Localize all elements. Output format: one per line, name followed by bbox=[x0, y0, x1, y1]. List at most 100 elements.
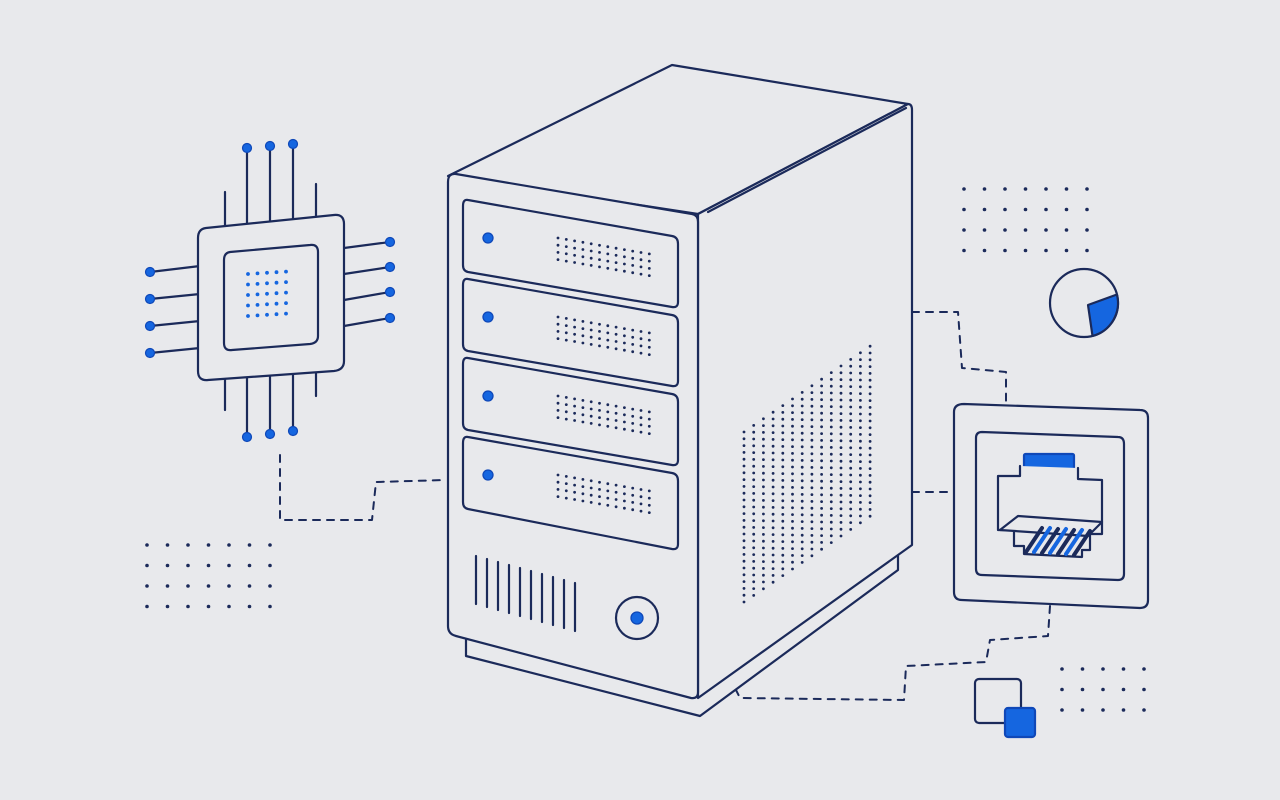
dot bbox=[849, 480, 853, 484]
dot bbox=[820, 507, 823, 510]
dot bbox=[752, 594, 756, 597]
dot bbox=[810, 384, 814, 388]
dot bbox=[1142, 667, 1146, 671]
dot bbox=[800, 391, 804, 394]
dot bbox=[839, 534, 843, 538]
dot bbox=[849, 358, 853, 361]
dot bbox=[1080, 687, 1085, 692]
dot bbox=[1003, 228, 1007, 232]
dot bbox=[639, 495, 643, 499]
dot bbox=[623, 248, 626, 252]
dot bbox=[606, 259, 610, 263]
dot bbox=[839, 521, 843, 524]
dot bbox=[623, 269, 626, 273]
dot bbox=[762, 417, 765, 421]
dot bbox=[810, 513, 814, 517]
dot bbox=[614, 253, 618, 257]
dot bbox=[810, 411, 814, 415]
dot bbox=[556, 409, 560, 412]
dot bbox=[859, 378, 862, 382]
dot bbox=[820, 411, 823, 415]
dot bbox=[791, 397, 794, 401]
dot bbox=[771, 431, 775, 434]
dot bbox=[829, 371, 833, 374]
dot bbox=[762, 512, 765, 516]
dot bbox=[639, 509, 643, 513]
dot bbox=[859, 507, 862, 511]
dot bbox=[820, 452, 823, 456]
dot bbox=[752, 451, 756, 454]
dot bbox=[631, 501, 635, 504]
dot bbox=[639, 272, 643, 276]
dot bbox=[556, 251, 560, 254]
dot bbox=[839, 480, 843, 483]
dot bbox=[556, 488, 560, 491]
dot bbox=[623, 492, 626, 496]
dot bbox=[255, 271, 260, 276]
dot bbox=[982, 207, 987, 212]
dot bbox=[800, 472, 804, 476]
dot bbox=[742, 519, 746, 522]
dot bbox=[810, 547, 814, 551]
dot bbox=[752, 437, 756, 441]
dot bbox=[573, 397, 576, 401]
dot bbox=[868, 433, 872, 436]
dot bbox=[829, 425, 833, 429]
dot bbox=[762, 587, 765, 591]
dot bbox=[820, 541, 823, 544]
dot bbox=[839, 507, 843, 511]
dot bbox=[647, 274, 651, 277]
dot bbox=[771, 574, 775, 577]
dot bbox=[791, 499, 794, 503]
dot bbox=[868, 501, 872, 504]
dot bbox=[839, 419, 843, 422]
dot bbox=[868, 419, 872, 423]
dot bbox=[573, 239, 576, 243]
dot bbox=[623, 348, 626, 352]
dot bbox=[598, 344, 601, 348]
dot bbox=[581, 248, 585, 251]
dot bbox=[589, 493, 593, 497]
cpu-die-dots bbox=[246, 269, 288, 318]
dot bbox=[771, 567, 775, 570]
dot bbox=[849, 426, 853, 429]
dot bbox=[247, 563, 252, 568]
dot bbox=[1085, 187, 1089, 191]
dot bbox=[556, 236, 560, 240]
dot bbox=[868, 378, 872, 382]
dot bbox=[274, 291, 279, 296]
dot bbox=[762, 546, 765, 550]
dot bbox=[762, 519, 765, 523]
dot bbox=[598, 409, 601, 412]
dot bbox=[868, 460, 872, 464]
dot bbox=[800, 561, 804, 564]
dot bbox=[246, 314, 250, 318]
dot bbox=[791, 411, 794, 414]
drive-vent-dots-4 bbox=[556, 473, 651, 514]
dot bbox=[849, 466, 853, 470]
dot bbox=[631, 249, 635, 253]
dot bbox=[227, 543, 231, 547]
dot bbox=[564, 238, 568, 241]
dot bbox=[771, 451, 775, 455]
dot bbox=[639, 430, 643, 434]
dot bbox=[265, 302, 269, 307]
dot bbox=[762, 539, 765, 543]
dot bbox=[247, 543, 252, 547]
dot bbox=[573, 490, 576, 494]
dot bbox=[581, 399, 585, 402]
dot bbox=[771, 424, 775, 428]
dot bbox=[556, 330, 560, 333]
dot bbox=[742, 451, 746, 454]
dot bbox=[742, 498, 746, 502]
dot bbox=[589, 501, 593, 504]
dot bbox=[206, 604, 211, 609]
dot bbox=[606, 417, 610, 421]
dot bbox=[606, 331, 610, 335]
dot bbox=[589, 321, 593, 325]
dot bbox=[781, 540, 785, 543]
power-button-icon bbox=[614, 595, 660, 641]
dot bbox=[742, 566, 746, 570]
dot bbox=[829, 473, 833, 476]
dot bbox=[752, 573, 756, 577]
